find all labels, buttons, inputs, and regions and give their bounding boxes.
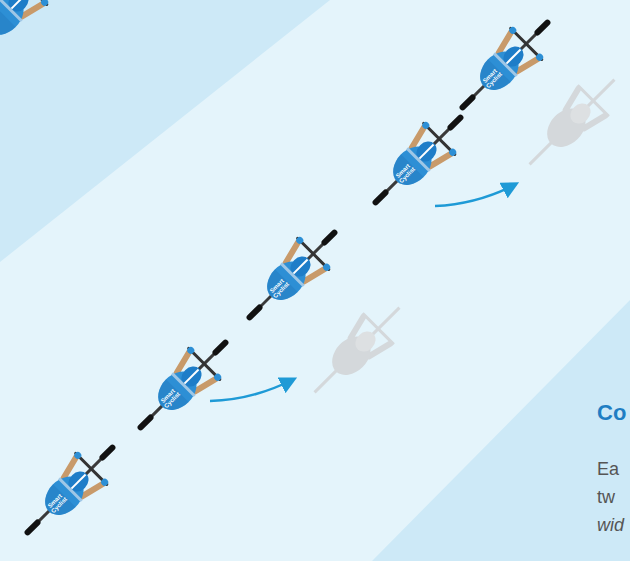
body-text: Ea [597,458,619,480]
body-text: tw [597,486,615,508]
body-text: wid [597,514,624,536]
section-heading: Co [597,400,626,426]
